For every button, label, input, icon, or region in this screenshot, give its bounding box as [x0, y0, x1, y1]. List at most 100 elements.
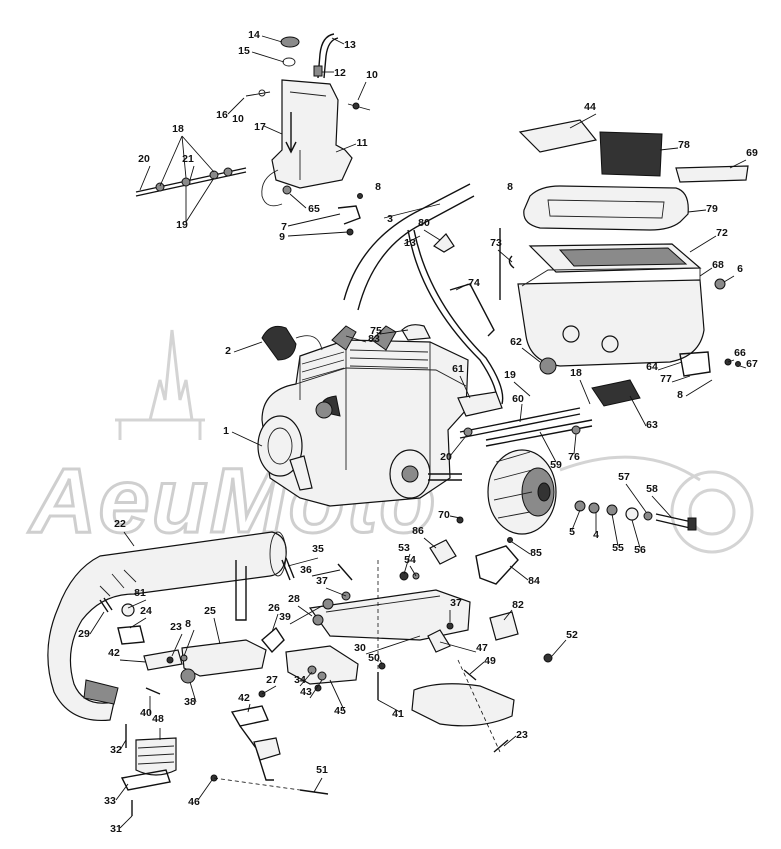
- engine-plate-edge: [325, 595, 441, 613]
- callout-7: 7: [281, 221, 287, 233]
- callout-57: 57: [618, 471, 630, 483]
- bracket-29: [117, 625, 145, 645]
- leader-line: [181, 135, 187, 179]
- callout-6: 6: [737, 263, 743, 275]
- air-box-lid-panel: [547, 199, 665, 219]
- leader-line: [625, 483, 647, 513]
- watermark-building-icon: [115, 418, 205, 440]
- leader-line: [311, 569, 341, 577]
- callout-3: 3: [387, 213, 393, 225]
- washer-5: [574, 500, 586, 512]
- callout-81: 81: [134, 587, 146, 599]
- leader-line: [723, 275, 735, 283]
- callout-18: 18: [570, 367, 582, 379]
- leader-line: [689, 235, 717, 253]
- air-box-base-68: [517, 279, 705, 367]
- cable-routing: [343, 183, 504, 405]
- callout-21: 21: [182, 153, 194, 165]
- leader-line: [513, 381, 531, 397]
- callout-78: 78: [678, 139, 690, 151]
- bracket-28: [261, 626, 285, 654]
- filter-mesh-72: [558, 247, 688, 267]
- leader-line: [727, 359, 735, 363]
- leader-line: [115, 783, 129, 801]
- throttle-cable-3: [343, 183, 471, 301]
- spring-23-bottom: [145, 687, 161, 695]
- leader-line: [171, 633, 183, 657]
- callout-8: 8: [185, 618, 191, 630]
- watermark-spire-icon: [148, 329, 194, 421]
- leader-line: [289, 605, 323, 625]
- lever-45: [230, 705, 269, 727]
- watermark-wheel-icon: [670, 470, 754, 554]
- washer-10-left: [258, 89, 266, 97]
- leader-line: [139, 165, 151, 191]
- leader-line: [539, 431, 557, 463]
- callout-44: 44: [584, 101, 596, 113]
- leader-line: [119, 659, 147, 663]
- spark-plug-cap-83a: [331, 325, 357, 351]
- leader-line: [469, 661, 485, 675]
- callout-5: 5: [569, 526, 575, 538]
- callout-71: 71: [0, 0, 6, 3]
- screw-51: [493, 739, 509, 753]
- washer-55: [606, 504, 618, 516]
- solenoid-63: [591, 379, 641, 407]
- chamber-joint: [83, 679, 119, 705]
- callout-53: 53: [398, 542, 410, 554]
- callout-13: 13: [404, 237, 416, 249]
- clip-76: [571, 425, 581, 435]
- spring-35: [281, 557, 295, 581]
- muffler-32: [135, 737, 177, 776]
- callout-leaders: [89, 35, 747, 829]
- washer-56: [625, 507, 639, 521]
- oil-injection-line-13: [407, 229, 498, 405]
- leader-line: [365, 635, 421, 655]
- leader-line: [185, 177, 215, 223]
- callout-49: 49: [484, 655, 496, 667]
- callout-10: 10: [232, 113, 244, 125]
- leader-line: [357, 81, 367, 101]
- leader-line: [657, 361, 683, 371]
- bolt-36: [337, 563, 353, 581]
- callout-65: 65: [308, 203, 320, 215]
- rod-nut-19: [223, 167, 233, 177]
- callout-4: 4: [593, 529, 599, 541]
- callout-27: 27: [266, 674, 278, 686]
- callout-29: 29: [78, 628, 90, 640]
- leader-line: [651, 495, 673, 519]
- leader-line: [119, 739, 127, 751]
- clutch-fins: [493, 451, 533, 519]
- callout-60: 60: [512, 393, 524, 405]
- leader-line: [89, 611, 105, 635]
- leader-line: [377, 699, 401, 713]
- leader-line: [189, 165, 195, 181]
- callout-19: 19: [176, 219, 188, 231]
- callout-12: 12: [334, 67, 346, 79]
- ignition-coil-2: [261, 325, 297, 361]
- leader-line: [551, 639, 567, 657]
- clutch-hub: [537, 482, 551, 502]
- centerline-51: [457, 659, 501, 753]
- leader-line: [261, 35, 283, 43]
- leader-line: [573, 433, 577, 455]
- callout-18: 18: [172, 123, 184, 135]
- rod-end-20: [155, 182, 165, 192]
- callout-46: 46: [188, 796, 200, 808]
- leader-line: [183, 629, 195, 657]
- callout-52: 52: [566, 629, 578, 641]
- callout-19: 19: [504, 369, 516, 381]
- leader-line: [455, 283, 469, 291]
- watermark-frame-icon: [559, 455, 701, 482]
- hose-clamp: [313, 65, 323, 77]
- washer-57: [643, 511, 653, 521]
- callout-64: 64: [646, 361, 658, 373]
- callout-36: 36: [300, 564, 312, 576]
- screw-41: [314, 684, 322, 692]
- mount-plate-assembly: [210, 560, 471, 795]
- bracket-49: [427, 629, 451, 653]
- callout-24: 24: [140, 605, 152, 617]
- callout-86: 86: [412, 525, 424, 537]
- leader-line: [263, 125, 283, 135]
- callout-28: 28: [288, 593, 300, 605]
